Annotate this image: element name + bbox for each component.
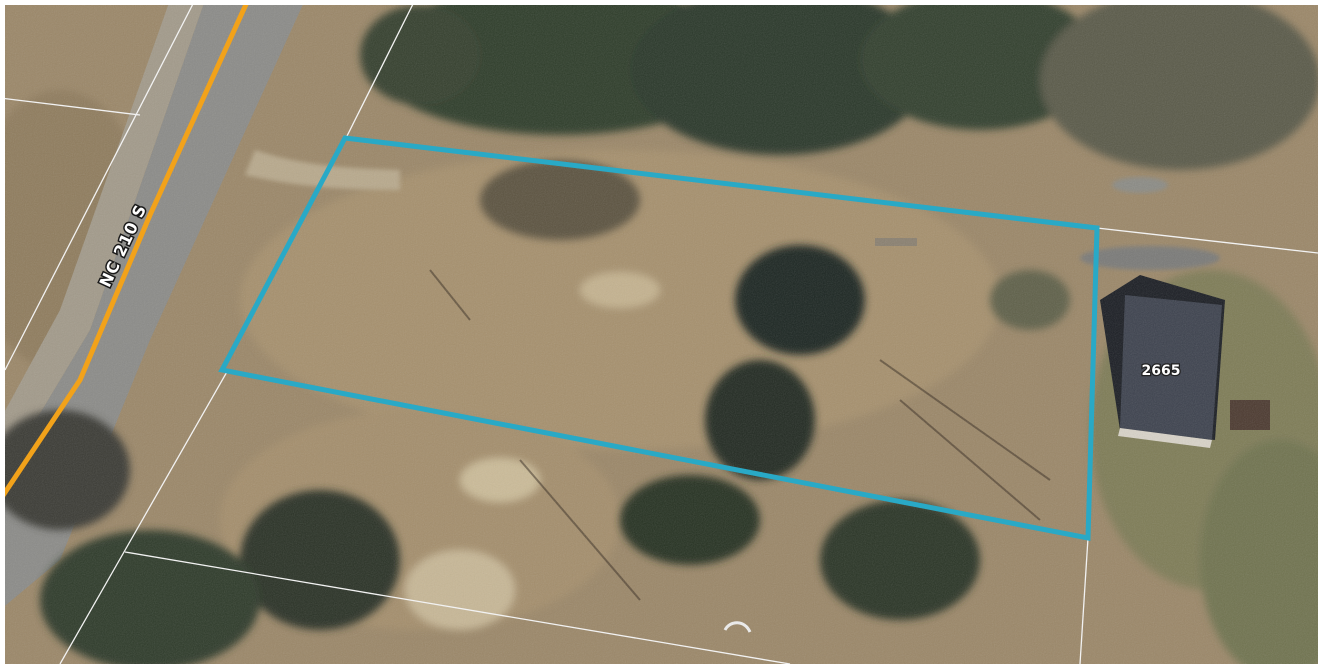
parcel-outline[interactable] [218,135,1100,542]
address-label: 2665 [1142,363,1181,379]
road-centerline [0,0,251,503]
